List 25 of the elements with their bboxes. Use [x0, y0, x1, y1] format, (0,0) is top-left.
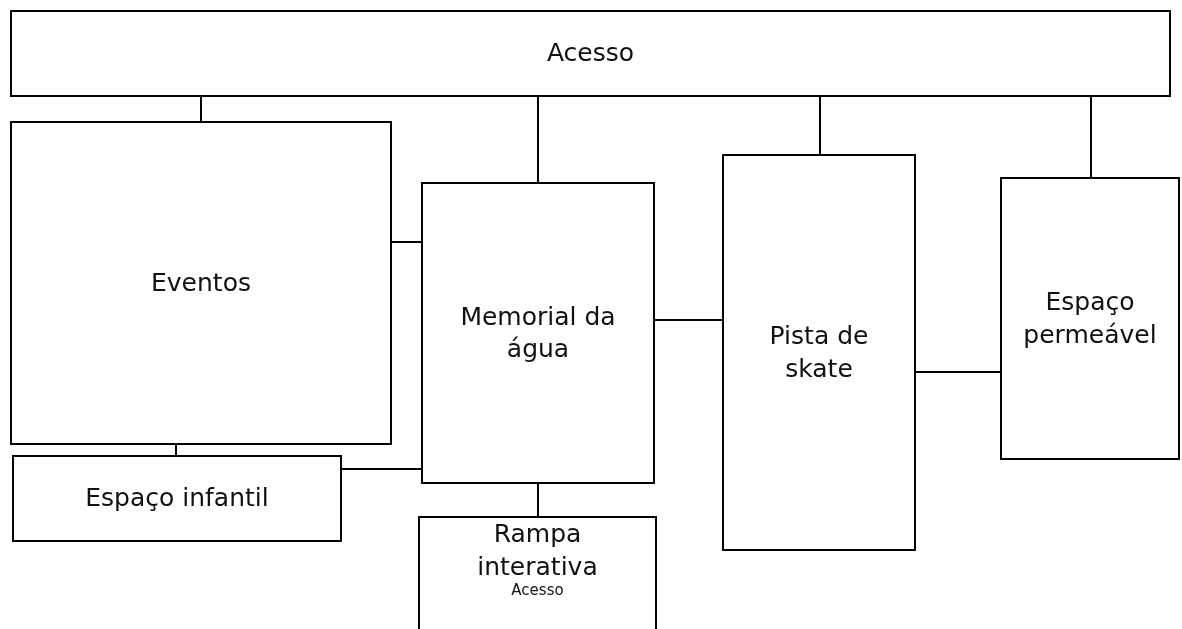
area-label: Memorial da água [459, 300, 617, 365]
area-box [418, 516, 657, 629]
area-label: Acesso [546, 37, 635, 70]
area-label: Espaço permeável [1022, 286, 1158, 351]
connector-line [537, 483, 539, 517]
connector-line [915, 371, 1001, 373]
connector-line [341, 468, 422, 470]
connector-line [1090, 96, 1092, 178]
area-label: Eventos [151, 266, 251, 299]
area-box [10, 121, 392, 445]
area-box [12, 455, 342, 542]
area-label: Pista de skate [768, 320, 870, 385]
connector-line [391, 241, 422, 243]
area-box [10, 10, 1171, 97]
area-label: Rampa interativa [476, 518, 599, 583]
area-box [421, 182, 655, 484]
connector-line [175, 444, 177, 456]
area-box [722, 154, 916, 551]
connector-line [537, 96, 539, 183]
area-label: Espaço infantil [85, 482, 269, 515]
access-label: Acesso [511, 583, 564, 598]
connector-line [654, 319, 723, 321]
connector-line [200, 96, 202, 122]
area-box [1000, 177, 1180, 460]
connector-line [819, 96, 821, 155]
